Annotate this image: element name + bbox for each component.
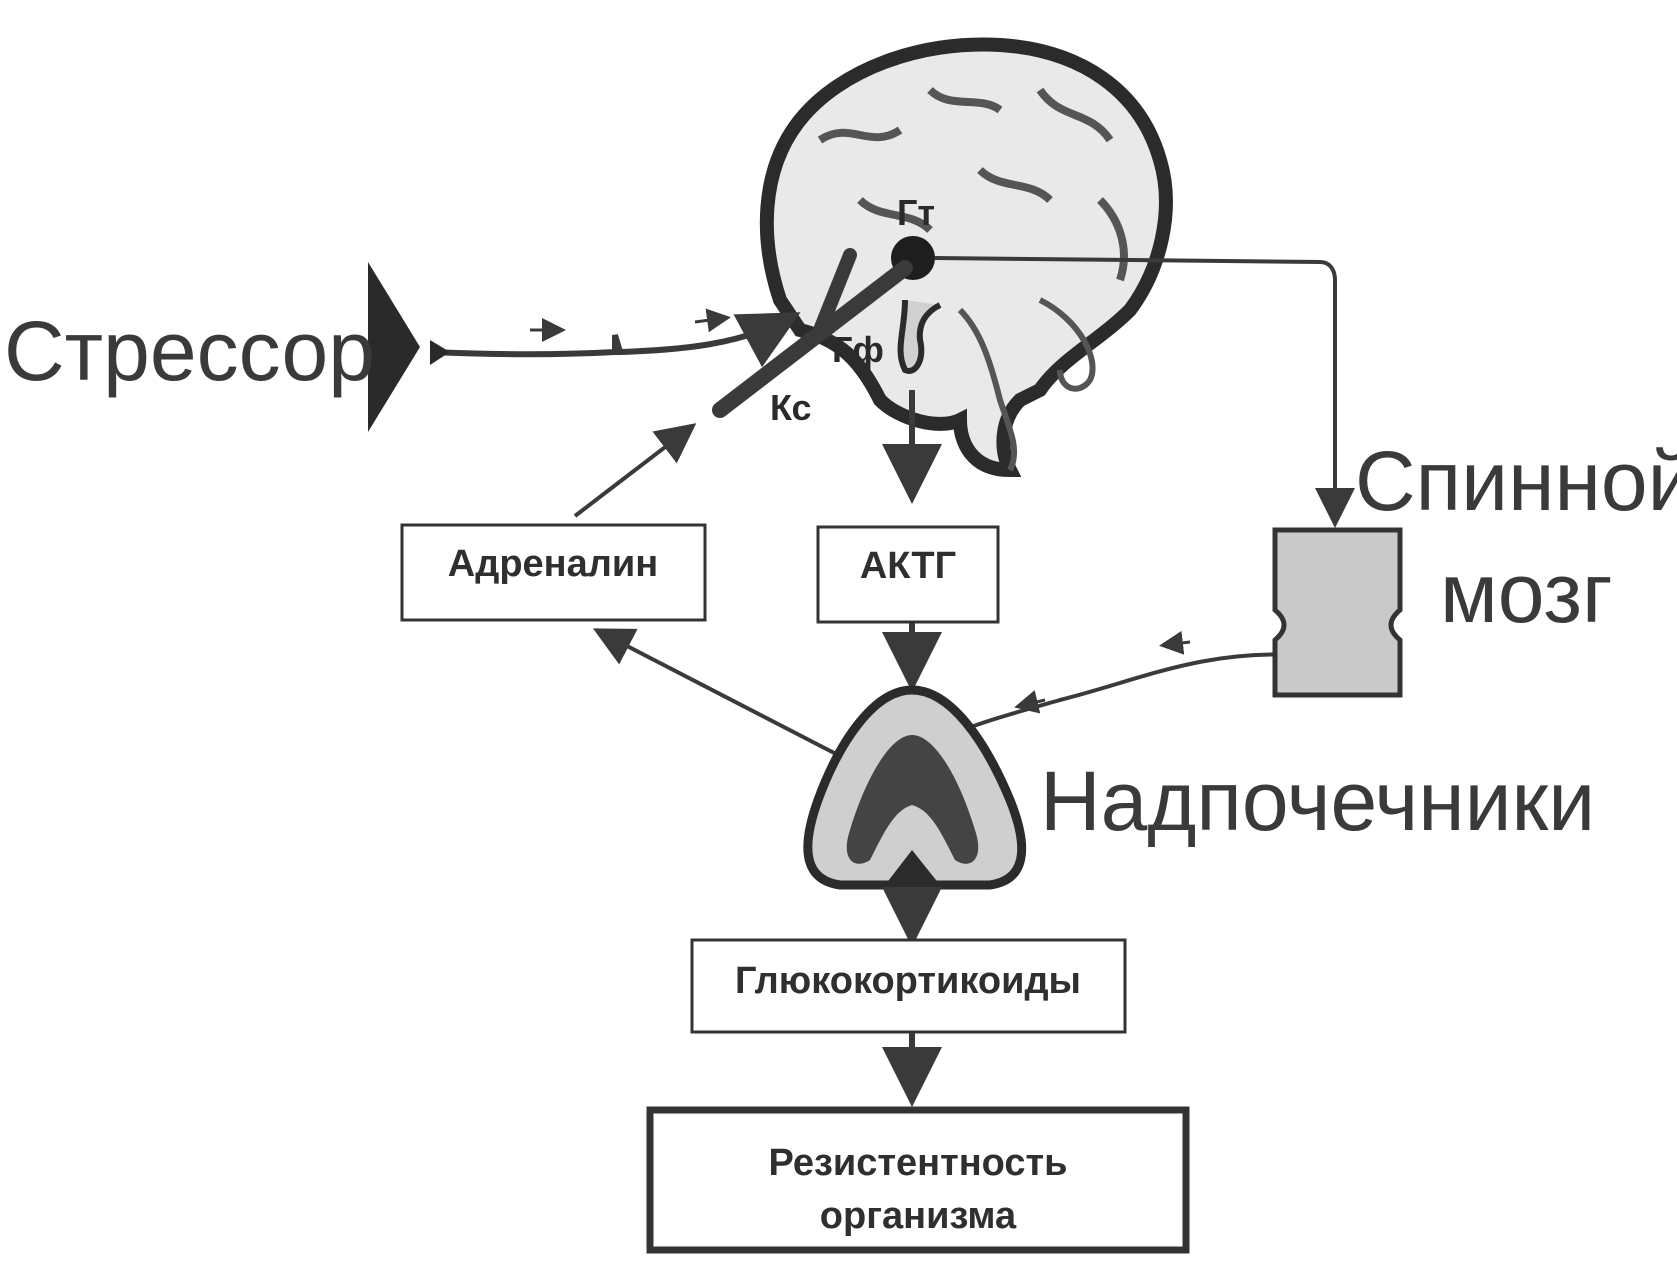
acth-label: АКТГ xyxy=(860,545,956,587)
stressor-nerve-path xyxy=(429,312,801,368)
adrenaline-label: Адреналин xyxy=(448,543,658,585)
stressor-label: Стрессор xyxy=(4,304,375,398)
nerve-direction-arrow xyxy=(1159,630,1191,655)
resistance-label-line1: Резистентность xyxy=(769,1142,1068,1184)
acth-box xyxy=(816,525,1000,624)
spinal-cord-label-line1: Спинной xyxy=(1355,434,1677,528)
hypothalamus-to-spinal-path xyxy=(934,256,1355,528)
nerve-direction-arrow xyxy=(694,308,731,333)
adrenals-label: Надпочечники xyxy=(1040,754,1595,848)
stressor-nerve-tip xyxy=(430,340,450,365)
brain-gyri xyxy=(817,86,1128,282)
cortex-label: Кс xyxy=(770,387,812,428)
glucocorticoids-box xyxy=(690,938,1127,1034)
adrenal-base xyxy=(885,850,940,885)
adrenaline-to-cortex-arrow xyxy=(573,423,697,518)
pituitary-gland xyxy=(897,299,942,374)
spinal-cord-block xyxy=(1272,527,1403,698)
adrenal-gland xyxy=(803,685,1027,890)
glucocorticoids-label: Глюкокортикоиды xyxy=(735,960,1081,1002)
stressor-triangle xyxy=(368,262,420,432)
hypothalamus-label: Гт xyxy=(897,192,935,233)
resistance-label-line2: организма xyxy=(820,1195,1017,1237)
adrenal-medulla xyxy=(846,735,979,864)
brain-stem xyxy=(957,297,1096,472)
pituitary-label: Гф xyxy=(832,329,884,370)
cortex-tract-branch xyxy=(813,248,857,337)
nerve-direction-arrow xyxy=(1014,690,1046,714)
resistance-box xyxy=(646,1106,1190,1254)
spinal-cord-label-line2: мозг xyxy=(1440,546,1613,640)
adrenaline-box xyxy=(400,523,707,622)
adrenals-to-adrenaline-arrow xyxy=(592,628,841,758)
cortex-tract xyxy=(712,260,913,418)
